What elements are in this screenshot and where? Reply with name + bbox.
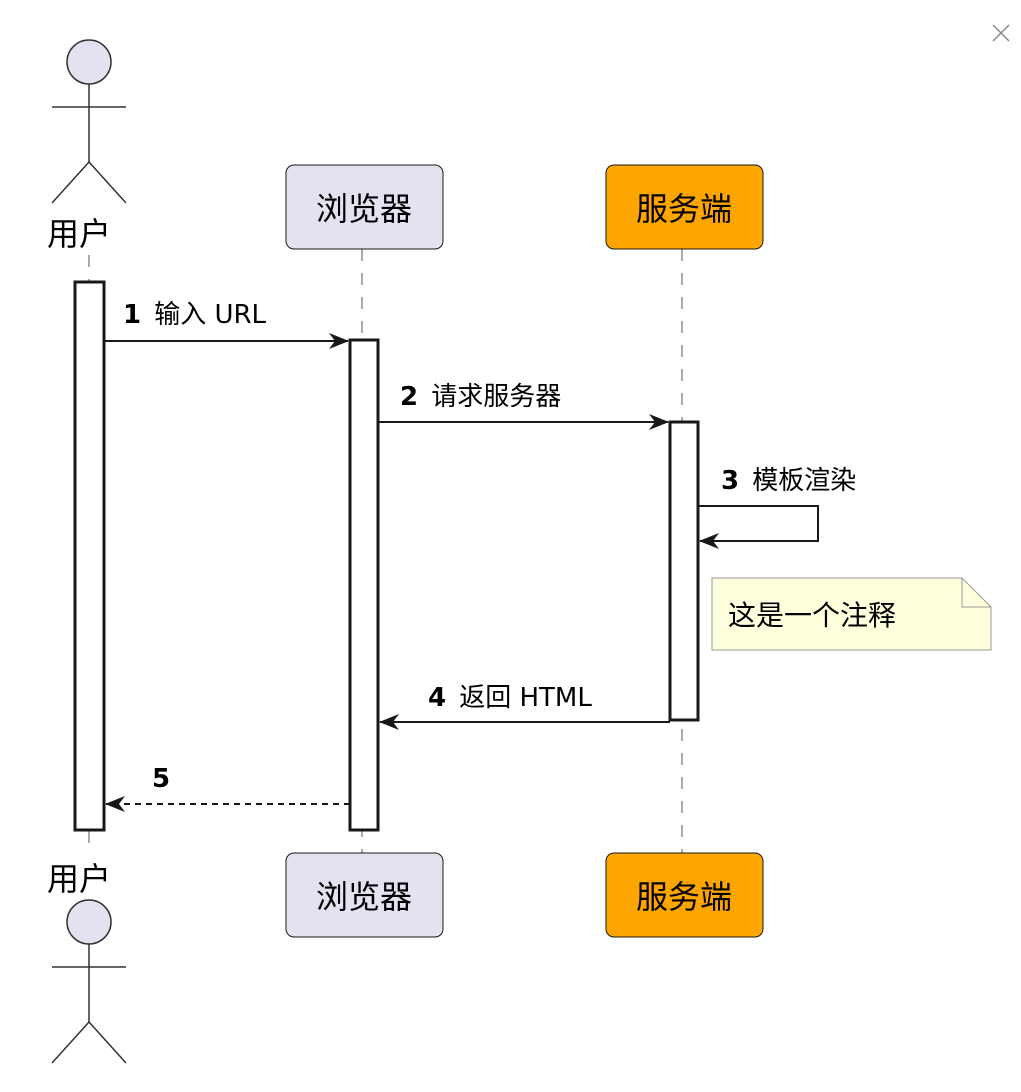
actor-user-label-top: 用户 bbox=[47, 215, 111, 253]
message-3-text: 模板渲染 bbox=[752, 466, 856, 496]
participant-server-box bbox=[605, 164, 764, 250]
message-3-number: 3 bbox=[721, 466, 739, 496]
message-2-number: 2 bbox=[400, 382, 418, 412]
actor-leg-right bbox=[88, 161, 127, 204]
participant-browser-label: 浏览器 bbox=[316, 190, 412, 228]
note-fold bbox=[961, 578, 991, 608]
actor-user-bottom[interactable]: 用户 bbox=[47, 860, 127, 1064]
note-shape bbox=[711, 577, 992, 651]
message-2-label: 2 请求服务器 bbox=[400, 382, 561, 412]
actor-head-icon bbox=[66, 39, 112, 85]
message-3[interactable]: 3 模板渲染 bbox=[698, 466, 856, 549]
message-4-number: 4 bbox=[428, 683, 446, 713]
message-1-label: 1 输入 URL bbox=[123, 300, 267, 330]
activation-bar-browser bbox=[348, 338, 380, 832]
participant-server-top[interactable]: 服务端 bbox=[605, 164, 764, 250]
message-1[interactable]: 1 输入 URL bbox=[104, 300, 349, 349]
message-4[interactable]: 4 返回 HTML bbox=[379, 683, 670, 730]
participant-browser-top[interactable]: 浏览器 bbox=[285, 164, 444, 250]
note: 这是一个注释 bbox=[711, 577, 992, 651]
actor-head-icon bbox=[66, 899, 112, 945]
message-5-label: 5 bbox=[152, 764, 170, 794]
message-1-number: 1 bbox=[123, 300, 141, 330]
actor-user-top[interactable]: 用户 bbox=[47, 39, 127, 253]
participant-browser-box-bottom bbox=[285, 852, 444, 938]
activation-bar-server bbox=[668, 420, 700, 722]
message-2-text: 请求服务器 bbox=[431, 382, 561, 412]
close-icon bbox=[992, 24, 1010, 42]
participant-browser-box bbox=[285, 164, 444, 250]
participant-server-label-bottom: 服务端 bbox=[636, 878, 732, 916]
participant-server-label: 服务端 bbox=[636, 190, 732, 228]
message-3-arrow bbox=[698, 505, 819, 549]
close-button[interactable] bbox=[990, 22, 1012, 44]
participant-server-box-bottom bbox=[605, 852, 764, 938]
participant-server-bottom[interactable]: 服务端 bbox=[605, 852, 764, 938]
actor-user-label-bottom: 用户 bbox=[47, 860, 111, 898]
actor-leg-right bbox=[88, 1021, 127, 1064]
message-3-label: 3 模板渲染 bbox=[721, 466, 856, 496]
message-5-number: 5 bbox=[152, 764, 170, 794]
message-4-text: 返回 HTML bbox=[459, 683, 592, 713]
message-4-label: 4 返回 HTML bbox=[428, 683, 592, 713]
message-1-text: 输入 URL bbox=[154, 300, 266, 330]
actor-leg-left bbox=[51, 1021, 90, 1064]
message-2[interactable]: 2 请求服务器 bbox=[378, 382, 669, 430]
participant-browser-bottom[interactable]: 浏览器 bbox=[285, 852, 444, 938]
message-5[interactable]: 5 bbox=[105, 764, 350, 812]
participant-browser-label-bottom: 浏览器 bbox=[316, 878, 412, 916]
activation-bar-user bbox=[73, 280, 106, 832]
note-text: 这是一个注释 bbox=[728, 599, 896, 632]
actor-leg-left bbox=[51, 161, 90, 204]
